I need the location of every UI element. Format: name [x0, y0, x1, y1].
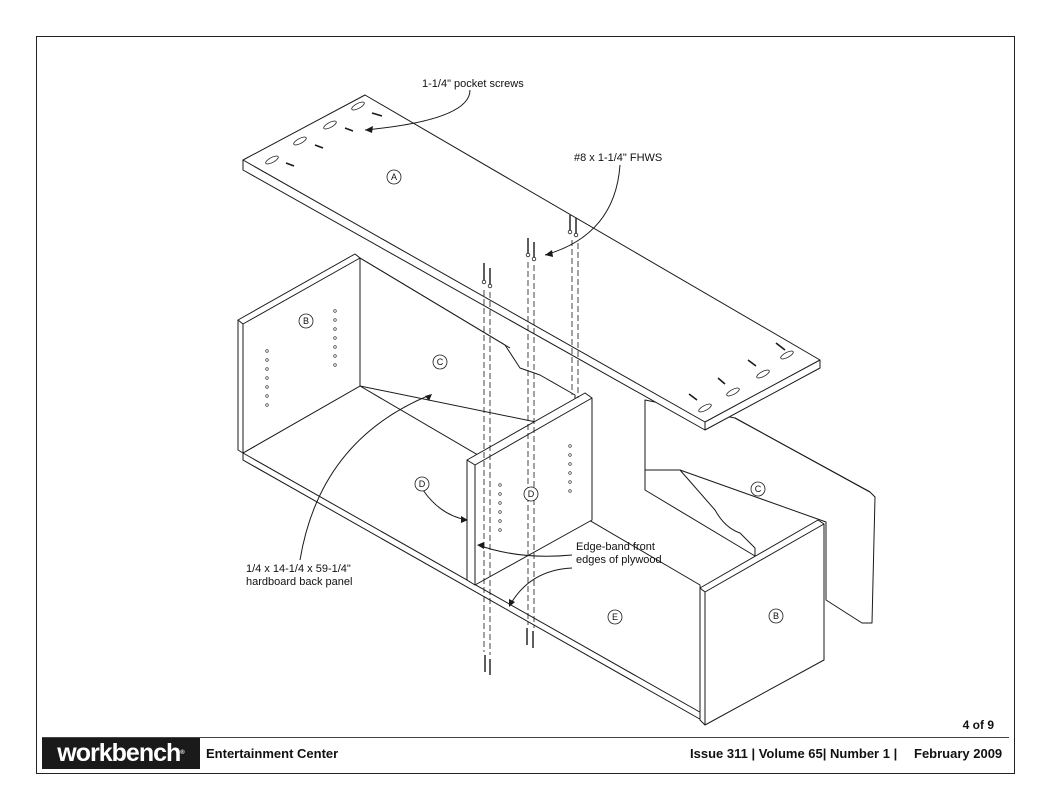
panel-c-left [359, 257, 576, 431]
callout-pocket-screws: 1-1/4" pocket screws [422, 78, 524, 90]
page-frame [36, 36, 1015, 774]
part-label-b-right: B [773, 611, 779, 621]
part-label-b-left: B [303, 316, 309, 326]
part-label-a: A [391, 172, 397, 182]
callout-edge-band-line1: Edge-band front [576, 541, 655, 553]
callout-back-panel-line1: 1/4 x 14-1/4 x 59-1/4" [246, 563, 351, 575]
pocket-screws [285, 112, 786, 401]
callout-edge-band: Edge-band front edges of plywood [576, 541, 662, 567]
callout-back-panel-line2: hardboard back panel [246, 576, 353, 588]
callout-fhws: #8 x 1-1/4" FHWS [574, 152, 663, 164]
logo-mark: ® [180, 750, 185, 756]
callout-back-panel: 1/4 x 14-1/4 x 59-1/4" hardboard back pa… [246, 563, 352, 589]
part-label-c-right: C [755, 484, 762, 494]
issue-date: February 2009 [914, 746, 1003, 761]
panel-b-right [699, 519, 825, 726]
panel-c-right-notch [644, 469, 756, 557]
leader-arrowheads [365, 126, 553, 607]
part-label-circles [298, 169, 784, 625]
part-label-e: E [612, 612, 618, 622]
issue-info: Issue 311 | Volume 65| Number 1 | [690, 746, 898, 761]
fhws-screws [483, 215, 577, 675]
logo-text: workbench [57, 739, 181, 767]
part-label-d-left: D [419, 479, 426, 489]
workbench-logo: workbench® [42, 738, 200, 769]
footer-bar: workbench® Entertainment Center Issue 31… [42, 737, 1009, 769]
project-title: Entertainment Center [206, 746, 339, 761]
part-label-c-left: C [437, 357, 444, 367]
part-label-d-right: D [528, 489, 535, 499]
alignment-lines [483, 240, 579, 655]
page-number: 4 of 9 [962, 718, 994, 732]
pocket-holes [265, 101, 794, 413]
shelf-pin-holes [265, 309, 572, 532]
callout-edge-band-line2: edges of plywood [576, 554, 662, 566]
